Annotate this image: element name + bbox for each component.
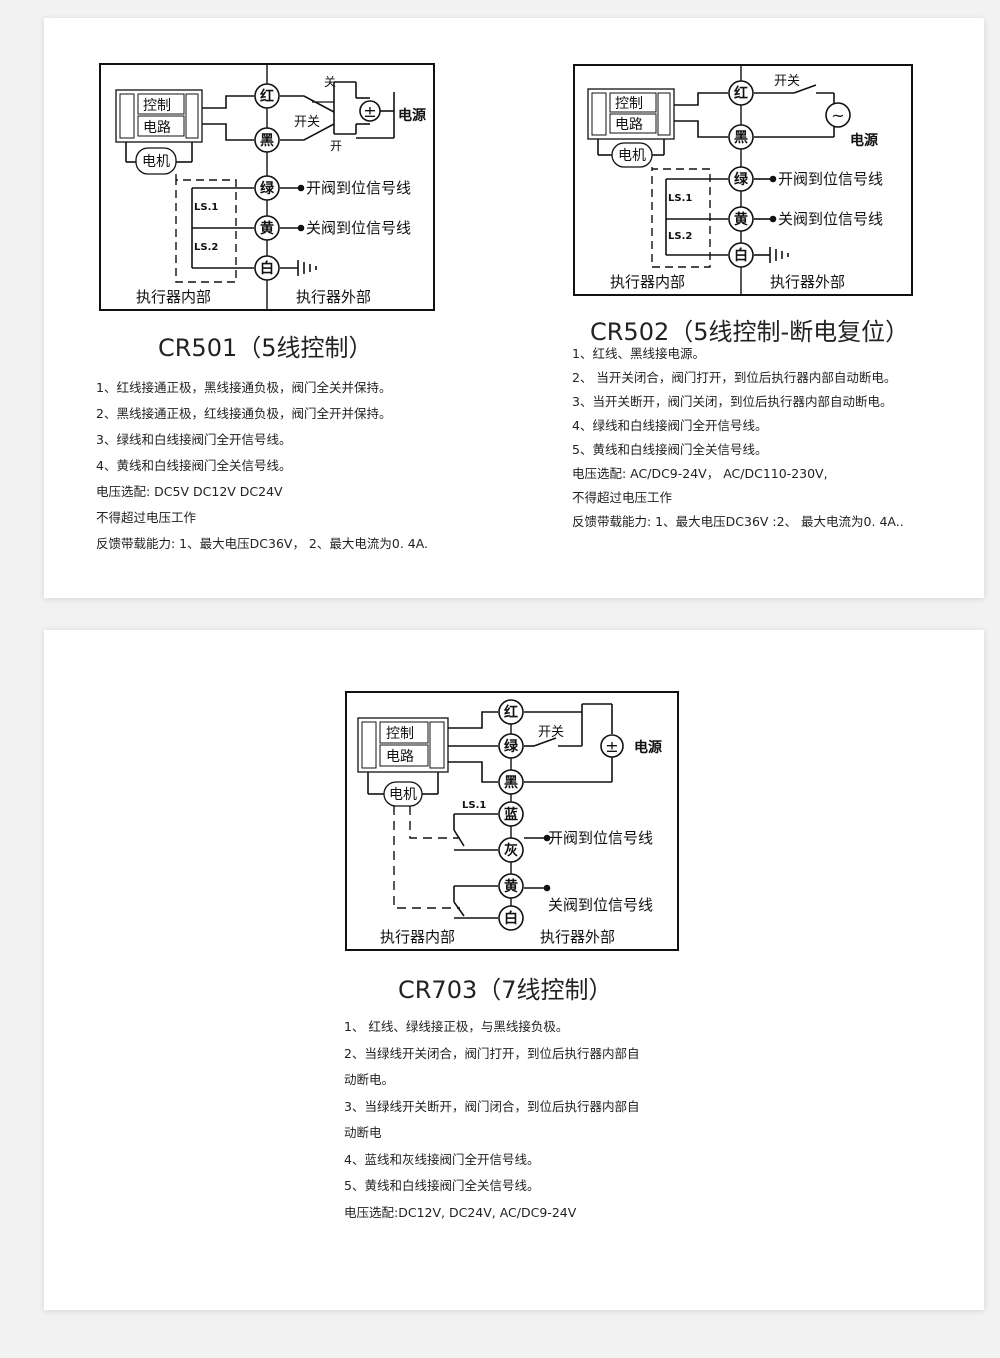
note-line: 4、绿线和白线接阀门全开信号线。: [572, 418, 768, 433]
ls1-label: LS.1: [194, 202, 218, 213]
note-line: 电压选配:DC12V, DC24V, AC/DC9-24V: [344, 1204, 577, 1220]
note-line: 1、红线、黑线接电源。: [572, 346, 705, 361]
wire-green: 绿: [504, 738, 519, 755]
cr703-diagram: 红 绿 黑 蓝 灰 黄 白 控制 电路 电机 开关 ± 电源 LS.1 开阀到位…: [344, 690, 680, 952]
control-label: 控制: [143, 98, 171, 114]
inside-label: 执行器内部: [380, 928, 455, 946]
ls2-label: LS.2: [194, 242, 218, 253]
switch-label: 开关: [294, 115, 320, 130]
close-signal-label: 关阀到位信号线: [306, 219, 411, 237]
note-line: 3、当开关断开，阀门关闭，到位后执行器内部自动断电。: [572, 394, 893, 409]
wire-red: 红: [504, 704, 518, 721]
wire-blue: 蓝: [504, 806, 518, 823]
note-line: 动断电。: [344, 1072, 395, 1087]
wire-red: 红: [260, 88, 274, 105]
note-line: 不得超过电压工作: [96, 510, 197, 525]
cr502-title: CR502（5线控制-断电复位）: [590, 318, 910, 346]
cr703-title: CR703（7线控制）: [398, 976, 613, 1004]
note-line: 2、 当开关闭合，阀门打开，到位后执行器内部自动断电。: [572, 370, 897, 385]
ac-source-icon: ~: [831, 106, 844, 125]
switch-label: 开关: [774, 74, 800, 89]
inside-label: 执行器内部: [136, 288, 211, 306]
power-label: 电源: [634, 739, 662, 756]
circuit-label: 电路: [386, 749, 414, 765]
note-line: 不得超过电压工作: [572, 490, 673, 505]
note-line: 动断电: [344, 1125, 382, 1140]
power-label: 电源: [850, 132, 878, 149]
wire-white: 白: [504, 910, 518, 927]
cr501-diagram: 红 黑 绿 黄 白 控制 电路 电机 开关 关 开 ± 电源 开阀到位信号线 关…: [98, 62, 438, 312]
open-signal-label: 开阀到位信号线: [548, 829, 653, 847]
wire-gray: 灰: [504, 842, 518, 859]
wire-green: 绿: [734, 171, 749, 188]
ls1-label: LS.1: [668, 193, 692, 204]
note-line: 4、蓝线和灰线接阀门全开信号线。: [344, 1151, 540, 1167]
note-line: 反馈带载能力: 1、最大电压DC36V， 2、最大电流为0. 4A.: [96, 536, 429, 551]
card-cr501-cr502: [44, 18, 984, 598]
inside-label: 执行器内部: [610, 273, 685, 291]
cr502-notes: 1、红线、黑线接电源。 2、 当开关闭合，阀门打开，到位后执行器内部自动断电。 …: [572, 342, 904, 534]
wire-yellow: 黄: [734, 211, 748, 228]
switch-off-label: 关: [324, 75, 336, 89]
dc-source-icon: ±: [363, 102, 376, 121]
cr501-title: CR501（5线控制）: [158, 334, 373, 362]
note-line: 4、黄线和白线接阀门全关信号线。: [96, 458, 292, 473]
outside-label: 执行器外部: [540, 928, 615, 946]
note-line: 反馈带载能力: 1、最大电压DC36V :2、 最大电流为0. 4A..: [572, 514, 904, 529]
note-line: 1、红线接通正极，黑线接通负极，阀门全关并保持。: [96, 380, 392, 395]
motor-label: 电机: [142, 154, 170, 170]
wire-white: 白: [734, 247, 748, 264]
wire-green: 绿: [260, 180, 275, 197]
power-label: 电源: [398, 107, 426, 124]
switch-on-label: 开: [330, 139, 342, 153]
wire-black: 黑: [734, 130, 748, 146]
note-line: 5、黄线和白线接阀门全关信号线。: [344, 1178, 540, 1193]
wire-red: 红: [734, 85, 748, 102]
outside-label: 执行器外部: [770, 273, 845, 291]
close-signal-label: 关阀到位信号线: [548, 896, 653, 914]
switch-label: 开关: [538, 725, 564, 740]
circuit-label: 电路: [143, 120, 171, 136]
note-line: 电压选配: AC/DC9-24V， AC/DC110-230V,: [572, 466, 828, 481]
ls1-label: LS.1: [462, 800, 486, 811]
cr703-notes: 1、 红线、绿线接正极，与黑线接负极。 2、当绿线开关闭合，阀门打开，到位后执行…: [344, 1014, 639, 1226]
motor-label: 电机: [389, 787, 417, 803]
open-signal-label: 开阀到位信号线: [306, 179, 411, 197]
outside-label: 执行器外部: [296, 288, 371, 306]
cr501-notes: 1、红线接通正极，黑线接通负极，阀门全关并保持。 2、黑线接通正极，红线接通负极…: [96, 375, 428, 557]
wire-black: 黑: [260, 133, 274, 149]
circuit-label: 电路: [615, 117, 643, 133]
note-line: 1、 红线、绿线接正极，与黑线接负极。: [344, 1019, 569, 1034]
note-line: 电压选配: DC5V DC12V DC24V: [96, 484, 283, 499]
wire-white: 白: [260, 260, 274, 277]
wire-yellow: 黄: [260, 220, 274, 237]
note-line: 2、当绿线开关闭合，阀门打开，到位后执行器内部自: [344, 1045, 640, 1061]
motor-label: 电机: [618, 148, 646, 164]
control-label: 控制: [615, 96, 643, 112]
note-line: 2、黑线接通正极，红线接通负极，阀门全开并保持。: [96, 406, 392, 421]
note-line: 3、绿线和白线接阀门全开信号线。: [96, 432, 292, 447]
open-signal-label: 开阀到位信号线: [778, 170, 883, 188]
wire-black: 黑: [504, 775, 518, 791]
note-line: 5、黄线和白线接阀门全关信号线。: [572, 442, 768, 457]
ls2-label: LS.2: [668, 231, 692, 242]
wire-yellow: 黄: [504, 878, 518, 895]
dc-source-icon: ±: [605, 737, 618, 756]
note-line: 3、当绿线开关断开，阀门闭合，到位后执行器内部自: [344, 1098, 640, 1114]
control-label: 控制: [386, 726, 414, 742]
cr502-diagram: 红 黑 绿 黄 白 控制 电路 电机 开关 ~ 电源 开阀到位信号线 关阀到位信…: [572, 63, 914, 297]
close-signal-label: 关阀到位信号线: [778, 210, 883, 228]
